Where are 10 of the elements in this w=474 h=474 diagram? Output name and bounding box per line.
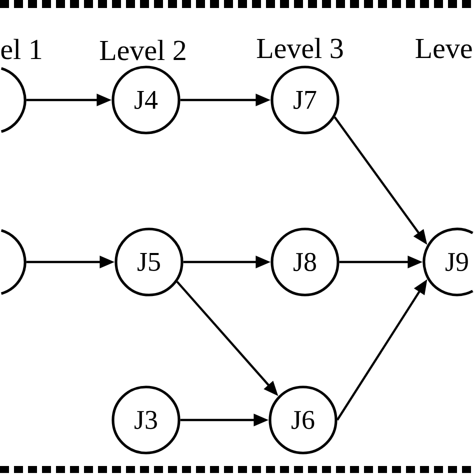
circle-node: J3 [112, 386, 180, 454]
circle-node: J6 [268, 386, 338, 454]
level-heading: Leve [416, 39, 472, 58]
circle-node: J8 [270, 228, 340, 296]
circle-node: J7 [270, 66, 340, 134]
level-heading: Level 2 [100, 40, 186, 60]
circle-node: J4 [112, 66, 180, 134]
level-heading: Level 3 [256, 38, 343, 58]
level-heading: el 1 [1, 38, 42, 60]
circle-node: J5 [114, 228, 184, 296]
